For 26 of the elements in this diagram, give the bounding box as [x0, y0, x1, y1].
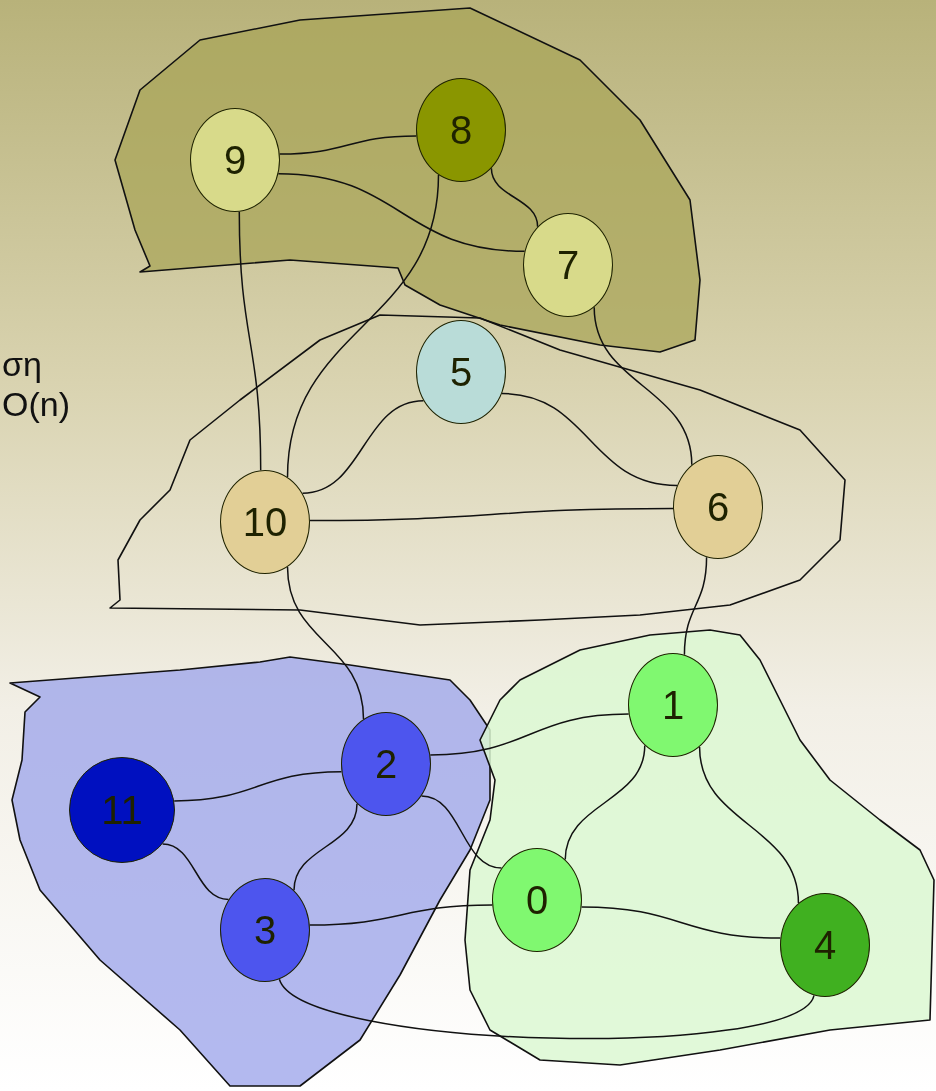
connector-line — [286, 174, 440, 478]
connector-line — [293, 803, 358, 891]
connector-line — [490, 167, 539, 228]
graph-node: 5 — [416, 320, 506, 424]
connector-line — [698, 746, 800, 904]
connector-line — [278, 135, 418, 155]
connector-line — [278, 978, 815, 1040]
connector-line — [580, 906, 782, 939]
connector-line — [238, 211, 262, 471]
graph-node: 10 — [220, 470, 310, 574]
connector-line — [286, 566, 365, 720]
connector-line — [309, 507, 674, 522]
connector-line — [501, 392, 678, 487]
connector-line — [429, 713, 630, 756]
connector-line — [420, 795, 503, 869]
connector-line — [173, 771, 343, 802]
connector-line — [564, 744, 646, 861]
connector-line — [301, 399, 425, 495]
connector-line — [683, 556, 708, 656]
connector-line — [593, 306, 693, 466]
connector-line — [161, 843, 230, 901]
connector-line — [309, 904, 493, 926]
side-text: ση — [2, 345, 42, 384]
side-text: O(n) — [2, 385, 70, 424]
connector-line — [277, 172, 526, 253]
graph-node: 6 — [673, 455, 763, 559]
